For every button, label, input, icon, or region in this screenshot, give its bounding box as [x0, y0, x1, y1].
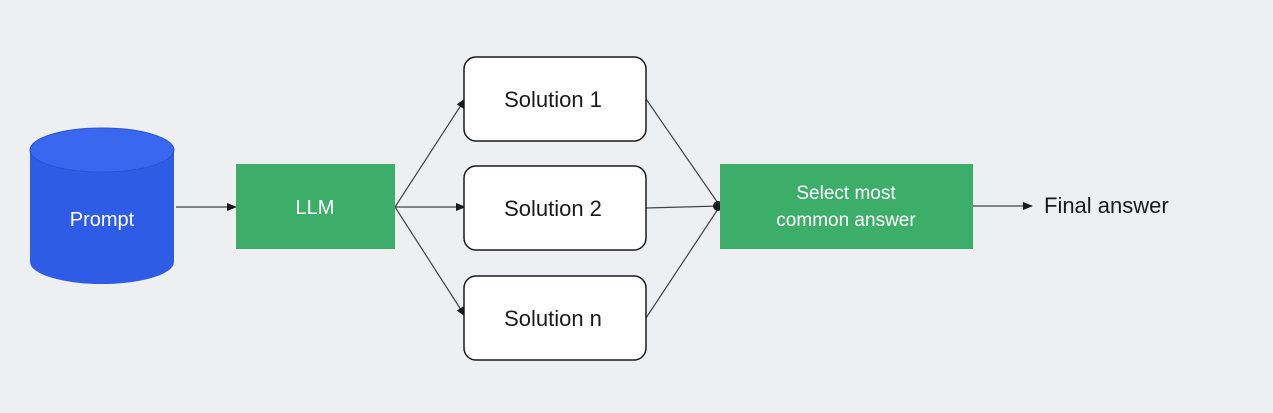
solution-box-n — [463, 275, 647, 361]
edges — [176, 98, 1033, 319]
solution-node-2: Solution 2 — [463, 165, 647, 251]
solution-box-2 — [463, 165, 647, 251]
llm-box — [236, 164, 395, 249]
select-box — [720, 164, 973, 249]
solution-label-n: Solution n — [504, 306, 602, 331]
solution-label-1: Solution 1 — [504, 87, 602, 112]
llm-label: LLM — [296, 197, 335, 219]
solution-node-n: Solution n — [463, 275, 647, 361]
edge-llm-to-solution-1 — [394, 98, 466, 208]
database-cylinder-icon — [29, 127, 175, 284]
select-label-line-2: common answer — [776, 210, 916, 231]
prompt-node: Prompt — [29, 127, 175, 284]
edge-solution-1-to-select — [645, 98, 721, 207]
edge-solution-n-to-select — [645, 205, 721, 319]
select-label-line-1: Select most — [796, 183, 896, 204]
prompt-label: Prompt — [70, 209, 135, 231]
edge-llm-to-solution-n — [394, 206, 466, 317]
solution-label-2: Solution 2 — [504, 196, 602, 221]
llm-node: LLM — [236, 164, 395, 249]
solution-box-1 — [463, 56, 647, 142]
solution-node-1: Solution 1 — [463, 56, 647, 142]
final-answer-label: Final answer — [1044, 193, 1169, 218]
edge-solution-2-to-select — [645, 205, 721, 209]
select-node: Select most common answer — [720, 164, 973, 249]
